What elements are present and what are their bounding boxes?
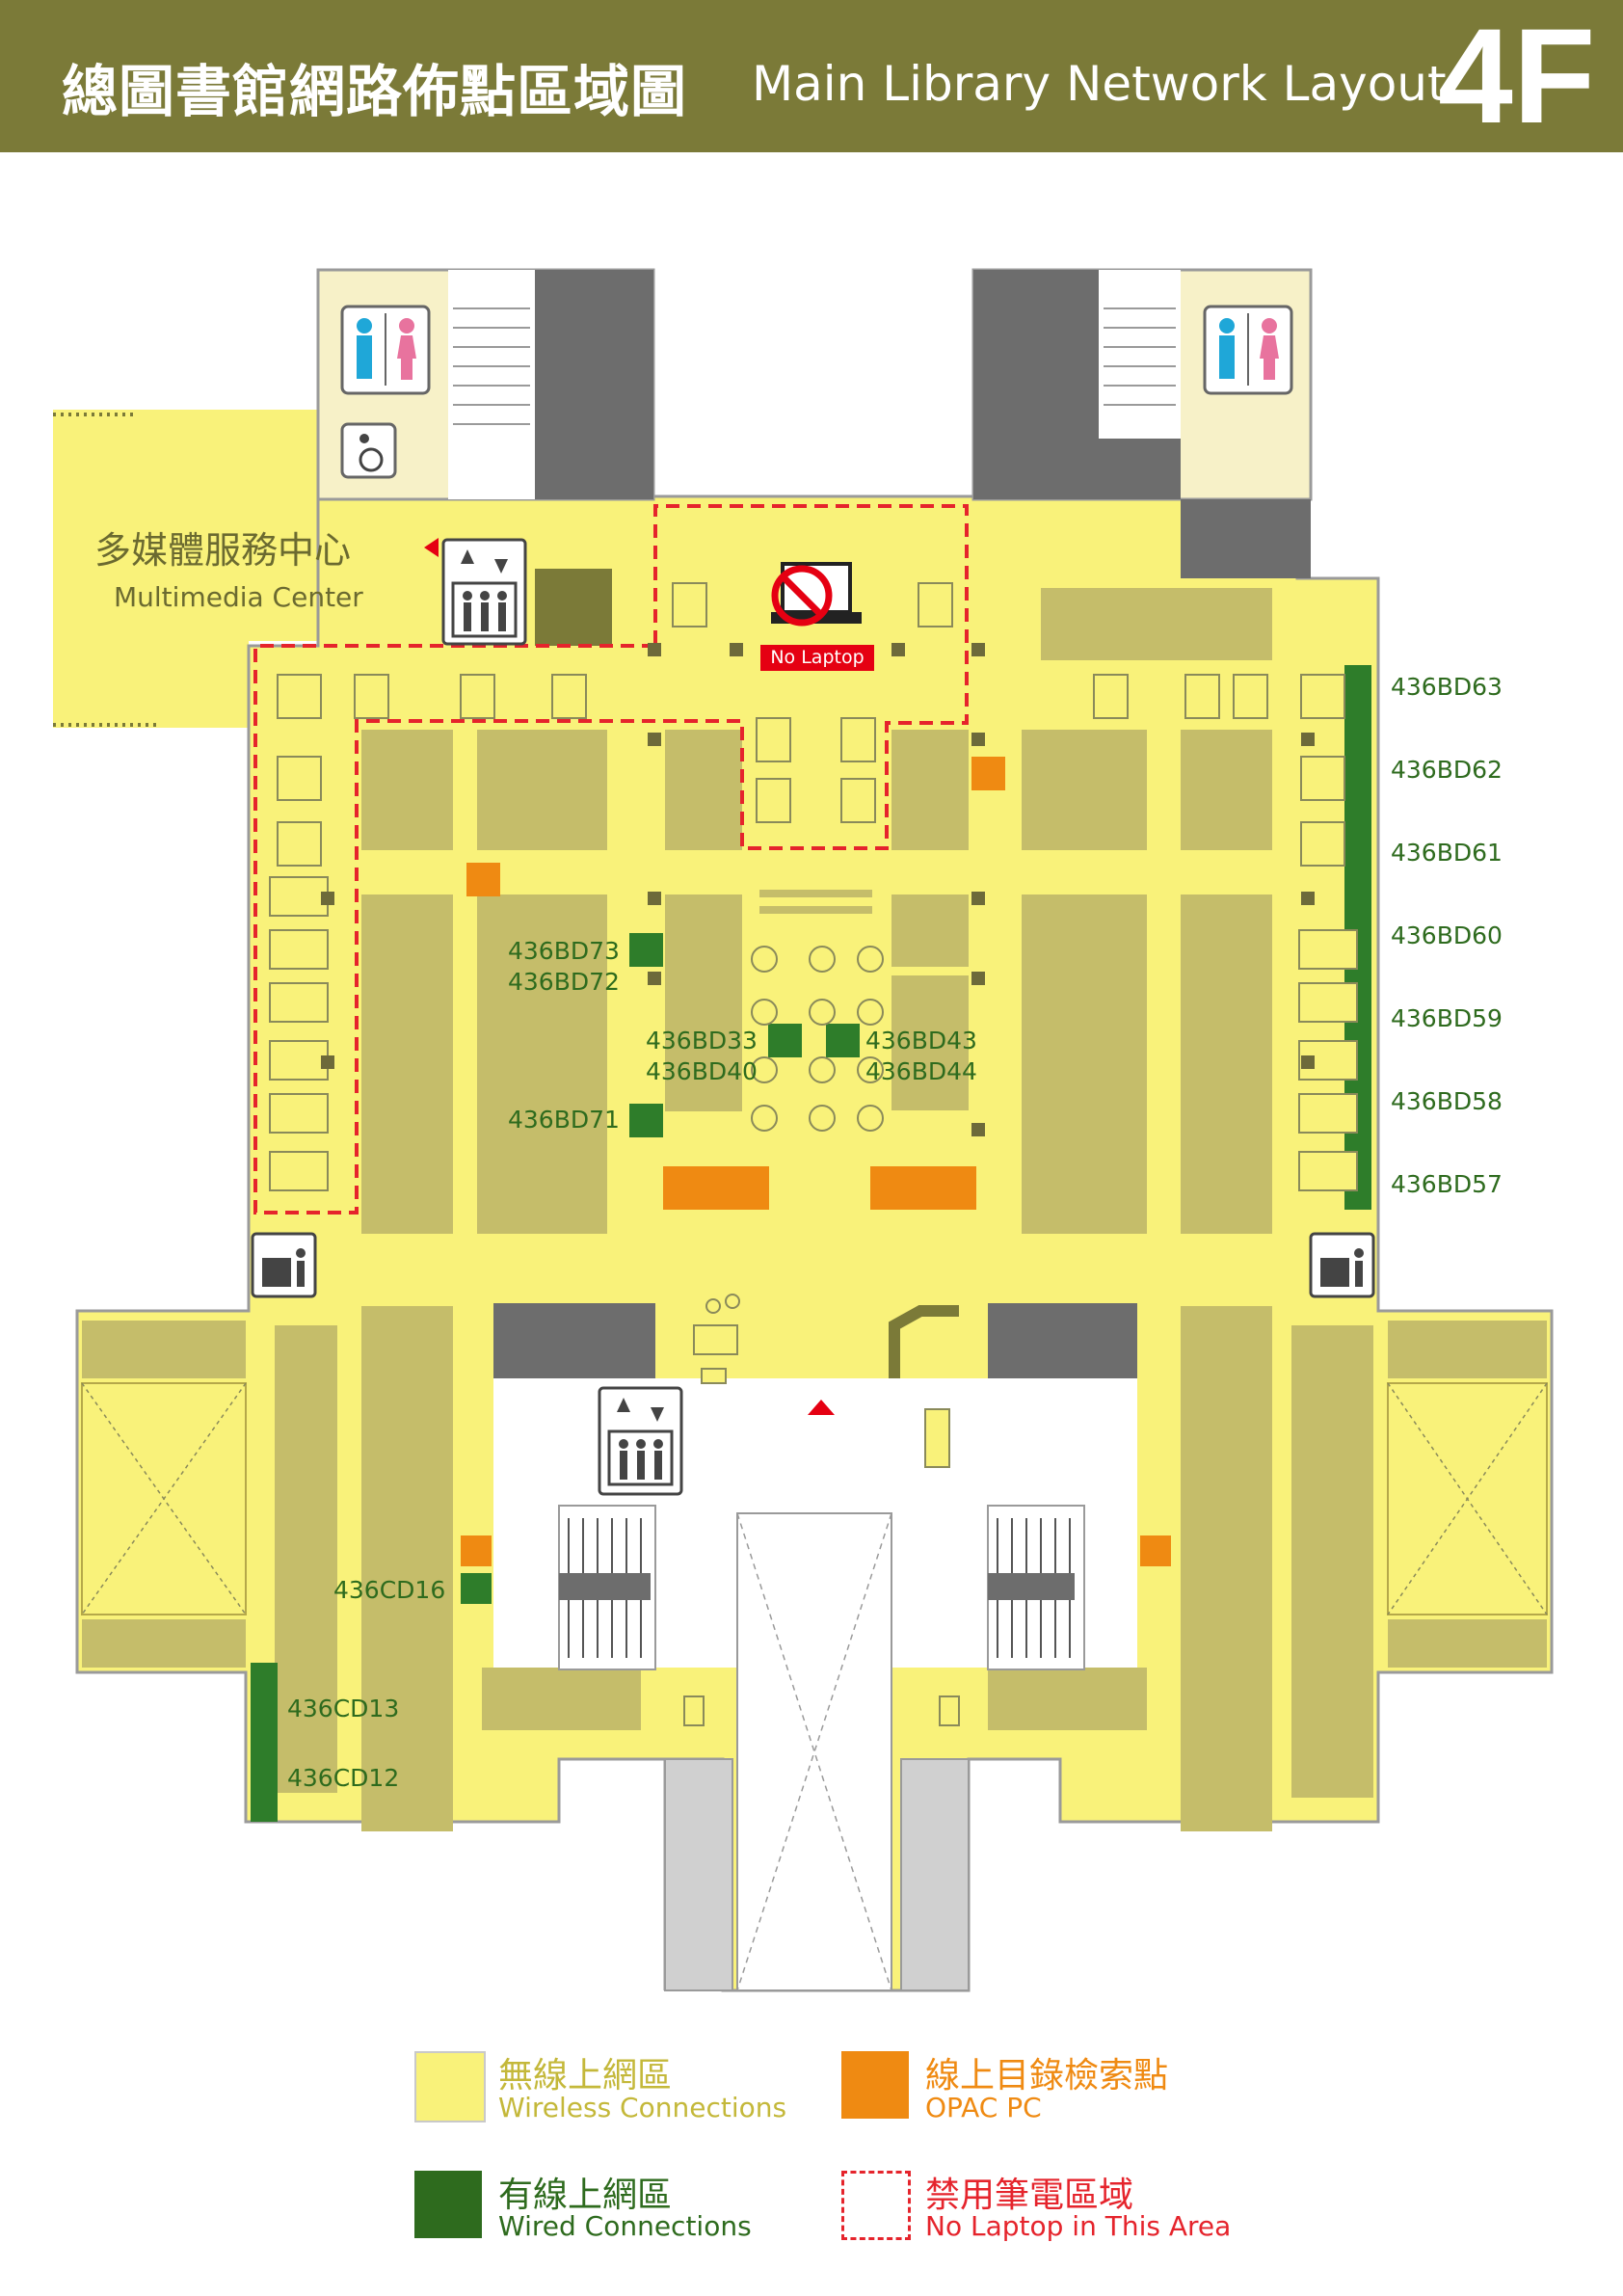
- network-point-label: 436CD16: [333, 1576, 446, 1604]
- open-atrium-right: [1387, 1382, 1548, 1615]
- legend-nolaptop-label-zh: 禁用筆電區域: [925, 2176, 1134, 2215]
- legend-wired-label-zh: 有線上網區: [498, 2176, 673, 2215]
- bookshelves: [82, 588, 1547, 1831]
- network-point-label: 436CD13: [287, 1695, 400, 1722]
- legend-opac-label-en: OPAC PC: [925, 2092, 1042, 2123]
- network-point-label: 436BD61: [1391, 839, 1503, 867]
- legend-wireless-swatch: [414, 2051, 486, 2122]
- legend-nolaptop-swatch: [841, 2171, 911, 2240]
- network-point-label: 436BD59: [1391, 1004, 1503, 1032]
- opac-pcs: [461, 757, 1171, 1566]
- no-laptop-tag: No Laptop: [760, 645, 874, 671]
- network-point-label: 436BD58: [1391, 1087, 1503, 1115]
- floor-label: 4F: [1438, 0, 1596, 151]
- network-point-label: 436BD72: [508, 968, 620, 996]
- network-point-label: 436BD33: [646, 1027, 758, 1055]
- multimedia-center-label-zh: 多媒體服務中心: [94, 529, 352, 572]
- restroom-icon: [1203, 305, 1293, 395]
- copier-icon: [1309, 1232, 1375, 1298]
- legend-wireless-label-zh: 無線上網區: [498, 2056, 673, 2096]
- elevator-shaft: [535, 569, 612, 646]
- open-atrium-left: [81, 1382, 247, 1615]
- title-chinese: 總圖書館網路佈點區域圖: [62, 59, 688, 124]
- multimedia-center-label-en: Multimedia Center: [114, 581, 363, 613]
- wheelchair-icon: [340, 422, 397, 479]
- network-point-label: 436BD43: [865, 1027, 977, 1055]
- network-point-label: 436BD73: [508, 937, 620, 965]
- entrance-arrow-icon: [808, 1400, 835, 1415]
- network-point-label: 436BD44: [865, 1057, 977, 1085]
- network-point-label: 436BD60: [1391, 921, 1503, 949]
- header-bar: [0, 0, 1623, 152]
- legend-wired-label-en: Wired Connections: [498, 2210, 752, 2242]
- network-point-label: 436BD71: [508, 1106, 620, 1134]
- legend-wired-swatch: [414, 2171, 482, 2238]
- elevator-icon: [441, 538, 527, 646]
- network-point-label: 436BD57: [1391, 1170, 1503, 1198]
- network-point-label: 436BD62: [1391, 756, 1503, 784]
- direction-arrow-icon: [424, 538, 439, 557]
- title-english: Main Library Network Layout: [752, 56, 1447, 112]
- legend-opac-label-zh: 線上目錄檢索點: [925, 2056, 1169, 2096]
- elevator-icon: [598, 1386, 683, 1496]
- legend-wireless-label-en: Wireless Connections: [498, 2092, 787, 2123]
- restroom-icon: [340, 305, 431, 395]
- network-point-label: 436BD40: [646, 1057, 758, 1085]
- network-point-label: 436BD63: [1391, 673, 1503, 701]
- network-point-label: 436CD12: [287, 1764, 400, 1792]
- legend-nolaptop-label-en: No Laptop in This Area: [925, 2210, 1232, 2242]
- no-laptop-zones: [253, 504, 969, 1215]
- reading-tables: [277, 582, 1345, 1726]
- legend-opac-swatch: [841, 2051, 909, 2119]
- no-laptop-icon: [771, 562, 862, 627]
- round-tables: [705, 946, 884, 1314]
- copier-icon: [251, 1232, 317, 1298]
